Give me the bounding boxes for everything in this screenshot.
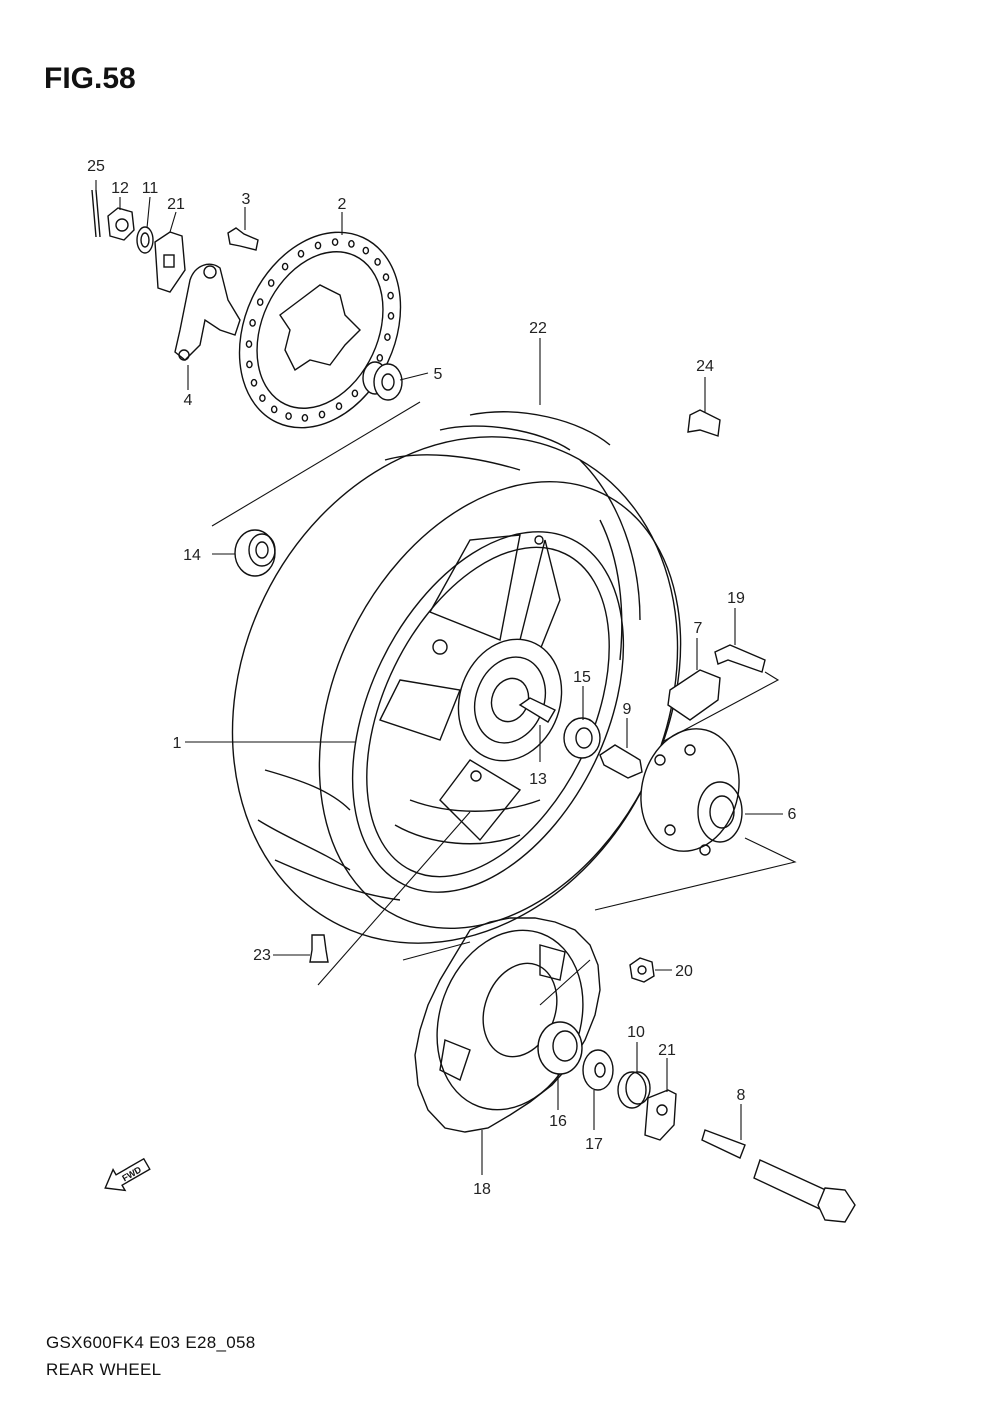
disc-hole [376,353,384,362]
callout-13: 13 [529,771,547,788]
chain-adjuster-plate-bottom [644,1089,677,1141]
callout-17: 17 [585,1136,603,1153]
clip [687,409,721,437]
disc-hole [362,246,370,255]
callout-labels: 25 12 11 21 3 2 4 5 22 24 14 19 7 15 9 1… [87,158,796,1198]
disc-hole [318,410,326,419]
model-code-caption: GSX600FK4 E03 E28_058 [46,1333,256,1352]
damper-bolt [714,644,766,673]
callout-20: 20 [675,963,693,980]
axle-nut [107,207,135,241]
figure-name-caption: REAR WHEEL [46,1360,162,1379]
disc-hole [281,262,289,271]
disc-hole [270,405,278,414]
disc-hole [384,333,391,341]
spacer-washer [582,1049,614,1091]
disc-hole [250,378,258,387]
cotter-pin [91,189,101,238]
callout-4: 4 [184,392,193,409]
callout-23: 23 [253,947,271,964]
disc-hole [351,389,359,398]
callout-22: 22 [529,320,547,337]
brake-disc-holes [245,238,395,422]
disc-hole [297,249,305,258]
callout-8: 8 [737,1087,746,1104]
disc-hole [259,394,266,402]
disc-hole [335,402,343,411]
callout-2: 2 [338,196,347,213]
callout-12: 12 [111,180,129,197]
wheel-bearing-left [234,529,276,577]
collar [599,744,643,779]
disc-hole [387,291,394,300]
rear-axle [701,1129,856,1223]
disc-hole [331,238,339,247]
rear-tire-and-wheel [231,411,682,944]
disc-hole [301,413,309,422]
callout-5: 5 [434,366,443,383]
disc-hole [285,412,292,420]
callout-21-bottom: 21 [658,1042,676,1059]
callout-15: 15 [573,669,591,686]
callout-25: 25 [87,158,105,175]
callout-21-top: 21 [167,196,185,213]
disc-hole [348,239,355,248]
disc-hole [245,340,253,348]
callout-18: 18 [473,1181,491,1198]
callout-3: 3 [242,191,251,208]
caliper-bracket [174,263,241,361]
disc-hole [246,360,253,369]
callout-16: 16 [549,1113,567,1130]
fwd-arrow-icon: FWD [104,1157,151,1192]
disc-hole [267,279,275,287]
callout-11: 11 [142,180,159,197]
callout-10: 10 [627,1024,645,1041]
disc-hole [387,311,395,320]
callout-1: 1 [173,735,182,752]
callout-6: 6 [788,806,797,823]
callout-14: 14 [183,547,201,564]
axle-spacer-right [617,1071,651,1109]
wheel-bearing-right [563,717,601,759]
callout-19: 19 [727,590,745,607]
disc-hole [314,241,322,250]
leader-lines [95,180,797,1175]
axle-spacer [518,697,556,723]
disc-hole [382,273,390,282]
rear-sprocket [414,917,601,1133]
disc-bolt [227,227,259,251]
cush-damper [667,669,721,721]
sprocket-mounting-drum [640,728,743,856]
callout-24: 24 [696,358,714,375]
sprocket-bearing [537,1021,583,1075]
disc-spacer [362,361,403,401]
disc-hole [249,318,256,327]
callout-9: 9 [623,701,632,718]
washer [136,226,154,254]
sprocket-nut [629,957,655,983]
tire-valve [309,934,329,963]
chain-adjuster-plate-top [154,231,186,293]
callout-7: 7 [694,620,703,637]
disc-hole [256,298,264,306]
disc-hole [374,257,381,266]
figure-title: FIG.58 [44,62,136,95]
brake-disc [238,231,402,429]
